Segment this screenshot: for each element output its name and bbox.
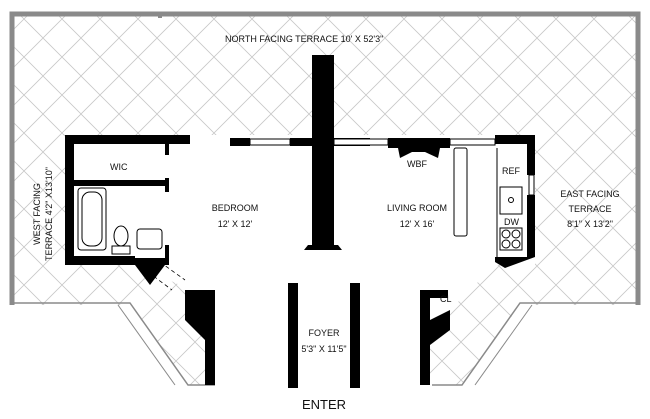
bedroom-label: BEDROOM 12' X 12': [205, 200, 265, 232]
enter-label: ENTER: [302, 397, 347, 412]
west-terrace-name: WEST FACING: [32, 183, 42, 245]
terrace-edge: [12, 302, 638, 386]
kitchen-sink-drain: [508, 197, 514, 203]
terrace-border-notch: [158, 12, 162, 18]
east-terrace-label: EAST FACING TERRACE 8'1" X 13'2": [550, 187, 630, 232]
walls: [65, 55, 535, 388]
stove-burner: [501, 239, 511, 249]
counter: [453, 147, 468, 237]
toilet: [113, 225, 129, 247]
east-terrace-name2: TERRACE: [568, 204, 612, 214]
west-terrace-label: WEST FACING TERRACE 4'2" X13'10": [31, 164, 55, 264]
stove-burner: [501, 229, 511, 239]
wic-label: WIC: [110, 162, 128, 172]
foyer-label: FOYER 5'3" X 11'5": [294, 325, 354, 357]
stove-burner: [511, 239, 521, 249]
apartment-interior: [65, 135, 535, 385]
foyer-name: FOYER: [308, 328, 340, 338]
stove-burner: [511, 229, 521, 239]
bathroom-sink: [136, 228, 163, 250]
bathtub-basin: [81, 191, 103, 247]
living-room-size: 12' X 16': [399, 219, 435, 229]
door-swing: [147, 261, 186, 291]
bedroom-name: BEDROOM: [211, 203, 259, 213]
living-room-label: LIVING ROOM 12' X 16': [382, 200, 452, 232]
north-terrace-label: NORTH FACING TERRACE 10' X 52'3": [225, 34, 384, 44]
wbf-label: WBF: [407, 159, 427, 169]
toilet-tank: [111, 245, 131, 255]
fixtures: [77, 147, 523, 262]
bedroom-size: 12' X 12': [217, 219, 253, 229]
chimney: [312, 55, 334, 245]
ref-label: REF: [502, 166, 520, 176]
fireplace: [388, 138, 450, 158]
dw-label: DW: [504, 217, 519, 227]
east-terrace-size: 8'1" X 13'2": [567, 219, 613, 229]
terrace-border: [9, 11, 641, 305]
living-room-name: LIVING ROOM: [386, 203, 447, 213]
cl-label: CL: [440, 294, 452, 304]
foyer-size: 5'3" X 11'5": [301, 344, 347, 354]
east-terrace-name: EAST FACING: [560, 189, 620, 199]
west-terrace-size: TERRACE 4'2" X13'10": [44, 167, 54, 261]
windows: [249, 138, 535, 196]
terrace-inner-edge: [117, 304, 533, 386]
